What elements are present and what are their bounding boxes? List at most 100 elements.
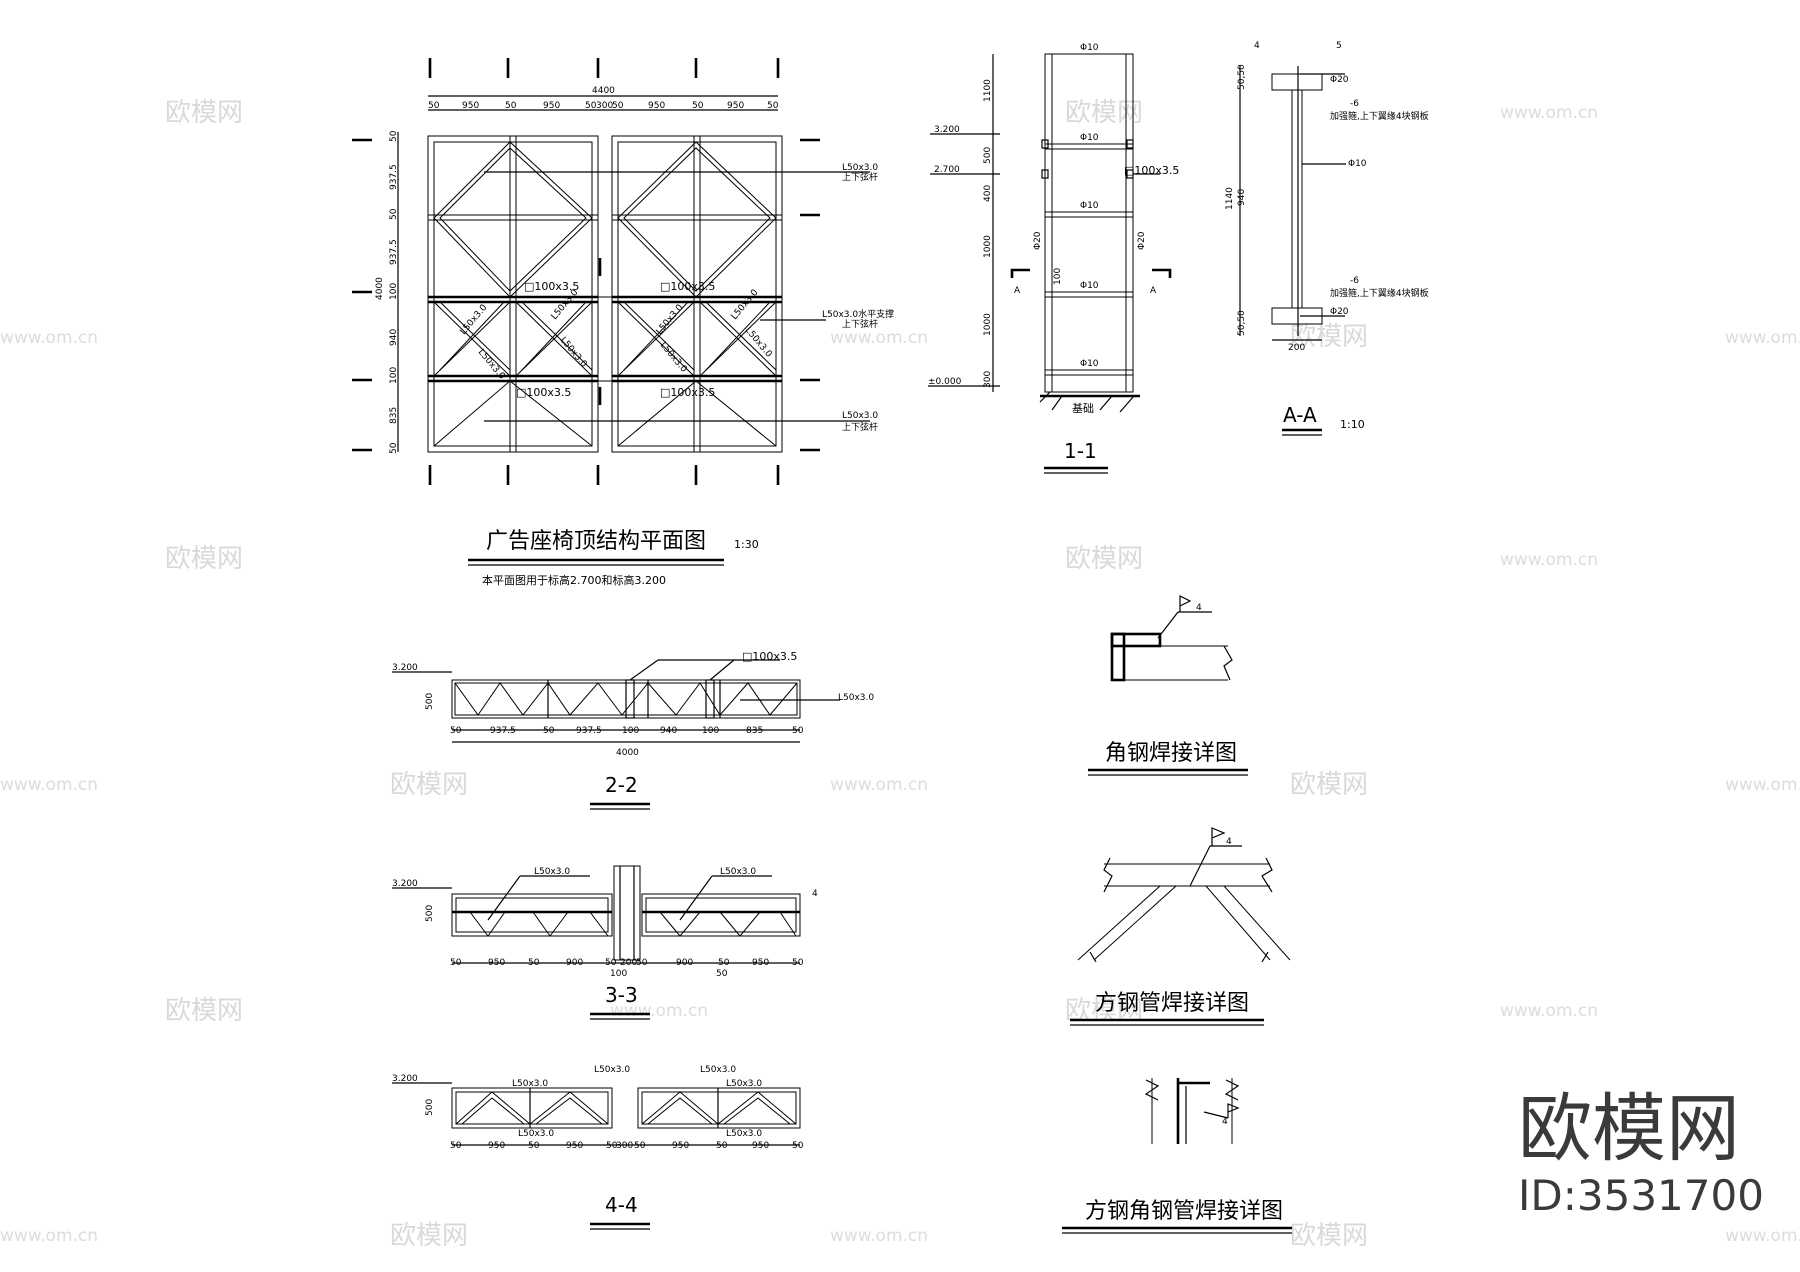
label-angle: L50x3.0	[720, 867, 756, 877]
section-scale: 1:10	[1340, 418, 1365, 431]
watermark-url: www.om.cn	[0, 775, 98, 795]
foundation-label: 基础	[1072, 402, 1094, 415]
dim: 50	[716, 1141, 728, 1151]
dim: 937.5	[576, 726, 602, 736]
watermark-logo: 欧模网	[1065, 98, 1143, 128]
dim: 50	[612, 101, 624, 111]
watermark-url: www.om.cn	[610, 1001, 708, 1021]
weld-mark: 4	[1196, 603, 1202, 613]
dim: 50	[528, 1141, 540, 1151]
watermark-url: www.om.cn	[0, 328, 98, 348]
label-angle: L50x3.0	[594, 1065, 630, 1075]
section-4-4: 3.200 500 L50x3.0 L50x3.0 L50x3.0 L50x3.…	[392, 1065, 804, 1230]
rebar-label: Φ10	[1080, 43, 1099, 53]
label-angle: L50x3.0	[658, 341, 689, 375]
dim: 950	[648, 101, 665, 111]
dim: 940	[1237, 189, 1247, 206]
watermark-url: www.om.cn	[830, 328, 928, 348]
label-angle-top: L50x3.0	[842, 163, 878, 173]
detail-title: 方钢角钢管焊接详图	[1085, 1199, 1283, 1224]
dim: 100	[389, 367, 399, 384]
label-tube: □100x3.5	[742, 650, 797, 663]
rebar-label: Φ10	[1080, 201, 1099, 211]
section-a-a: 4 5 Φ20 -6 加强箍,上下翼缘4块钢板 Φ10 -6 加强箍,上下翼缘4…	[1225, 41, 1429, 436]
label-tube: □100x3.5	[660, 386, 715, 399]
dim: 1000	[983, 235, 993, 258]
dim: 500	[425, 905, 435, 922]
watermark-url: www.om.cn	[1725, 328, 1800, 348]
label-angle: L50x3.0	[726, 1129, 762, 1139]
label-angle-mid: L50x3.0水平支撑	[822, 308, 894, 320]
dim: 50	[636, 958, 648, 968]
section-title-3-3: 3-3	[605, 983, 638, 1007]
dim: 100	[622, 726, 639, 736]
cut-mark: A	[1014, 286, 1021, 296]
dim: 50	[585, 101, 597, 111]
left-dims: 50 937.5 50 937.5 100 940 100 835 50	[389, 130, 399, 454]
roof-plan: 4400 50 950 50 950 50 300 50 950 50 950 …	[352, 58, 894, 587]
section-title-1-1: 1-1	[1064, 439, 1097, 463]
dim: 950	[752, 958, 769, 968]
dim: 1140	[1225, 187, 1235, 210]
dim: 400	[983, 185, 993, 202]
dim: 937.5	[389, 239, 399, 265]
watermark-url: www.om.cn	[1500, 103, 1598, 123]
dim: 50,50	[1237, 64, 1247, 90]
dim: 1000	[983, 313, 993, 336]
watermark-url: www.om.cn	[1500, 550, 1598, 570]
dim: 300	[983, 371, 993, 388]
watermark-logo: 欧模网	[165, 98, 243, 128]
rebar-label: Φ10	[1080, 133, 1099, 143]
brand-logo: 欧模网	[1518, 1086, 1740, 1172]
weld-mark: 4	[812, 889, 818, 899]
dim: 950	[543, 101, 560, 111]
dim: 50	[767, 101, 779, 111]
label-angle: L50x3.0	[518, 1129, 554, 1139]
watermark-logo: 欧模网	[165, 544, 243, 574]
dim: 100	[389, 283, 399, 300]
dim: 50	[543, 726, 555, 736]
label-angle: L50x3.0	[838, 693, 874, 703]
dim: 50	[505, 101, 517, 111]
dim: 50	[718, 958, 730, 968]
label-angle: L50x3.0	[459, 303, 490, 337]
elevation: 2.700	[934, 165, 960, 175]
dim: 937.5	[490, 726, 516, 736]
plan-note: 本平面图用于标高2.700和标高3.200	[482, 573, 666, 587]
watermarks: 欧模网 欧模网 www.om.cn www.om.cn www.om.cn ww…	[0, 98, 1800, 1251]
dim: 835	[746, 726, 763, 736]
plan-title: 广告座椅顶结构平面图	[486, 529, 706, 554]
label-angle-bot-sub: 上下弦杆	[842, 421, 878, 433]
watermark-logo: 欧模网	[1290, 770, 1368, 800]
section-title-2-2: 2-2	[605, 773, 638, 797]
dim: 50	[634, 1141, 646, 1151]
dim: 50	[606, 1141, 618, 1151]
plan-scale: 1:30	[734, 538, 759, 551]
label-tube: □100x3.5	[524, 280, 579, 293]
dim: 950	[488, 958, 505, 968]
detail-title: 角钢焊接详图	[1105, 741, 1237, 766]
dim-total: 4000	[616, 748, 639, 758]
section-1-1: Φ10 Φ10 Φ10 Φ10 Φ10 Φ20 Φ20 100 □100x3.5…	[928, 43, 1179, 474]
dim: 950	[727, 101, 744, 111]
watermark-logo: 欧模网	[165, 996, 243, 1026]
watermark-logo: 欧模网	[390, 770, 468, 800]
dim: 50	[792, 958, 804, 968]
dim: 950	[672, 1141, 689, 1151]
watermark-url: www.om.cn	[1725, 1226, 1800, 1246]
detail-title: 方钢管焊接详图	[1095, 991, 1249, 1016]
label-angle-mid-sub: 上下弦杆	[842, 318, 878, 330]
watermark-logo: 欧模网	[390, 1221, 468, 1251]
dim: 900	[676, 958, 693, 968]
label-angle-bot: L50x3.0	[842, 411, 878, 421]
plate-note: 加强箍,上下翼缘4块钢板	[1330, 287, 1429, 299]
dim: 50	[389, 442, 399, 454]
weld-mark: 5	[1336, 41, 1342, 51]
dim-total-height: 4000	[375, 277, 385, 300]
dim: 500	[425, 1099, 435, 1116]
label-tube: □100x3.5	[660, 280, 715, 293]
label-angle: L50x3.0	[558, 336, 589, 370]
dim: 940	[389, 329, 399, 346]
plate-note: 加强箍,上下翼缘4块钢板	[1330, 110, 1429, 122]
